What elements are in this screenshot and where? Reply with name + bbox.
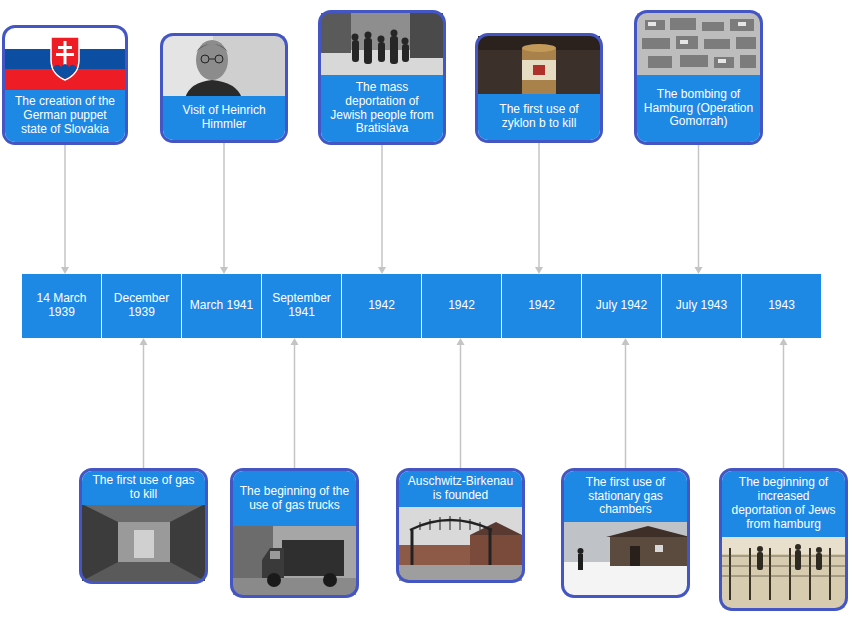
portrait-photo bbox=[163, 36, 285, 98]
date-text: July 1943 bbox=[676, 299, 727, 313]
timeline-connector bbox=[220, 143, 228, 274]
building-photo bbox=[564, 522, 690, 595]
date-cell: July 1943 bbox=[662, 274, 741, 338]
event-card: The bombing of Hamburg (Operation Gomorr… bbox=[634, 10, 763, 145]
flag-picture bbox=[5, 28, 125, 91]
connector-line bbox=[143, 345, 145, 468]
event-card: Auschwitz-Birkenau is founded bbox=[396, 468, 525, 583]
date-text: 1942 bbox=[368, 299, 395, 313]
event-card: The first use of stationary gas chambers bbox=[561, 468, 690, 598]
arrow-head bbox=[220, 267, 228, 274]
event-text: The first use of zyklon b to kill bbox=[483, 103, 595, 131]
event-card: The creation of the German puppet state … bbox=[2, 25, 128, 145]
date-text: March 1941 bbox=[190, 299, 253, 313]
event-card: The beginning of increased deportation o… bbox=[719, 468, 848, 611]
event-text: The bombing of Hamburg (Operation Gomorr… bbox=[642, 88, 755, 129]
timeline-connector bbox=[535, 143, 543, 274]
event-card: Visit of Heinrich Himmler bbox=[160, 33, 288, 143]
deportation-photo bbox=[321, 13, 443, 75]
truck-photo bbox=[233, 526, 356, 595]
arrow-head bbox=[695, 267, 703, 274]
event-text: The first use of stationary gas chambers bbox=[569, 476, 682, 517]
event-label: The creation of the German puppet state … bbox=[5, 90, 125, 142]
connector-line bbox=[223, 143, 225, 267]
event-text: The first use of gas to kill bbox=[87, 474, 200, 502]
timeline-connector bbox=[622, 338, 630, 468]
connector-line bbox=[460, 345, 462, 468]
event-text: The mass deportation of Jewish people fr… bbox=[326, 81, 438, 136]
timeline-connector bbox=[457, 338, 465, 468]
event-card: The beginning of the use of gas trucks bbox=[230, 468, 359, 598]
arrow-head bbox=[535, 267, 543, 274]
event-label: The first use of gas to kill bbox=[82, 471, 205, 505]
event-text: The creation of the German puppet state … bbox=[10, 95, 120, 136]
connector-line bbox=[538, 143, 540, 267]
date-text: September 1941 bbox=[266, 292, 337, 320]
date-cell: 1942 bbox=[342, 274, 421, 338]
connector-line bbox=[625, 345, 627, 468]
date-text: 1942 bbox=[528, 299, 555, 313]
date-cell: December 1939 bbox=[102, 274, 181, 338]
event-card: The mass deportation of Jewish people fr… bbox=[318, 10, 446, 145]
arrow-head bbox=[140, 338, 148, 345]
event-text: The beginning of increased deportation o… bbox=[727, 476, 840, 531]
date-text: July 1942 bbox=[596, 299, 647, 313]
event-label: Auschwitz-Birkenau is founded bbox=[399, 471, 522, 507]
arrow-head bbox=[622, 338, 630, 345]
connector-line bbox=[64, 145, 66, 267]
event-card: The first use of zyklon b to kill bbox=[475, 33, 603, 143]
event-text: Visit of Heinrich Himmler bbox=[168, 104, 280, 132]
event-text: The beginning of the use of gas trucks bbox=[238, 485, 351, 513]
arrow-head bbox=[61, 267, 69, 274]
date-text: 1943 bbox=[768, 299, 795, 313]
timeline-connector bbox=[291, 338, 299, 468]
arrow-head bbox=[378, 267, 386, 274]
event-text: Auschwitz-Birkenau is founded bbox=[404, 475, 517, 503]
aerial-photo bbox=[637, 13, 760, 75]
date-cell: March 1941 bbox=[182, 274, 261, 338]
timeline-connector bbox=[378, 145, 386, 274]
event-label: The beginning of increased deportation o… bbox=[722, 471, 845, 537]
arrow-head bbox=[457, 338, 465, 345]
date-cell: 1942 bbox=[422, 274, 501, 338]
date-text: 1942 bbox=[448, 299, 475, 313]
event-label: The first use of stationary gas chambers bbox=[564, 471, 687, 522]
connector-line bbox=[294, 345, 296, 468]
arrow-head bbox=[291, 338, 299, 345]
timeline-connector bbox=[140, 338, 148, 468]
date-cell: 1943 bbox=[742, 274, 821, 338]
date-cell: September 1941 bbox=[262, 274, 341, 338]
date-cell: July 1942 bbox=[582, 274, 661, 338]
arrow-head bbox=[780, 338, 788, 345]
canister-photo bbox=[478, 36, 600, 96]
event-label: The mass deportation of Jewish people fr… bbox=[321, 75, 443, 142]
timeline-connector bbox=[695, 145, 703, 274]
connector-line bbox=[381, 145, 383, 267]
connector-line bbox=[698, 145, 700, 267]
connector-line bbox=[783, 345, 785, 468]
gate-photo bbox=[399, 507, 522, 581]
date-text: December 1939 bbox=[106, 292, 177, 320]
date-text: 14 March 1939 bbox=[26, 292, 97, 320]
date-cell: 1942 bbox=[502, 274, 581, 338]
fence-photo bbox=[722, 536, 845, 608]
event-card: The first use of gas to kill bbox=[79, 468, 208, 584]
timeline-connector bbox=[780, 338, 788, 468]
event-label: The first use of zyklon b to kill bbox=[478, 94, 600, 140]
event-label: Visit of Heinrich Himmler bbox=[163, 96, 285, 140]
timeline-connector bbox=[61, 145, 69, 274]
date-cell: 14 March 1939 bbox=[22, 274, 101, 338]
chamber-photo bbox=[82, 504, 205, 581]
event-label: The bombing of Hamburg (Operation Gomorr… bbox=[637, 75, 760, 142]
event-label: The beginning of the use of gas trucks bbox=[233, 471, 356, 526]
